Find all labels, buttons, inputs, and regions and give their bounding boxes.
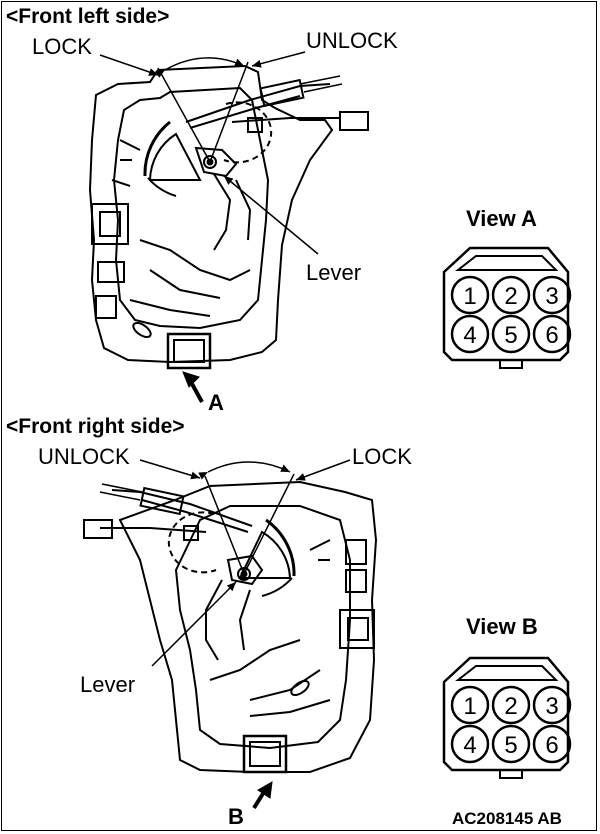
front-left-callouts (99, 51, 319, 255)
view-a-pin-3: 3 (545, 283, 558, 310)
front-left-heading: <Front left side> (6, 5, 170, 28)
view-b-connector (442, 656, 572, 779)
view-b-arrow-letter: B (228, 804, 244, 829)
view-a-pin-5: 5 (504, 322, 517, 349)
view-a-pin-4: 4 (463, 322, 476, 349)
front-right-callouts (139, 459, 351, 667)
view-a-title: View A (466, 206, 537, 231)
front-left-actuator (88, 64, 369, 370)
view-a-arrow (182, 371, 204, 403)
view-b-pin-1: 1 (463, 693, 476, 720)
view-a-arrow-letter: A (208, 390, 224, 415)
front-right-unlock-label: UNLOCK (38, 444, 130, 469)
front-left-lever-label: Lever (306, 260, 362, 285)
front-right-heading: <Front right side> (6, 415, 185, 438)
view-a-connector (442, 246, 572, 369)
view-a-pin-2: 2 (504, 283, 517, 310)
front-left-lock-label: LOCK (32, 34, 92, 59)
view-b-title: View B (466, 614, 538, 639)
view-b-pin-6: 6 (545, 732, 558, 759)
view-a-pin-1: 1 (463, 283, 476, 310)
front-left-unlock-label: UNLOCK (306, 28, 398, 53)
view-b-pin-4: 4 (463, 732, 476, 759)
front-right-actuator (83, 480, 378, 774)
view-b-pin-3: 3 (545, 693, 558, 720)
front-right-lock-label: LOCK (352, 444, 412, 469)
view-b-pin-5: 5 (504, 732, 517, 759)
view-b-arrow (252, 781, 273, 810)
view-a-pin-6: 6 (545, 322, 558, 349)
front-right-lever-label: Lever (80, 672, 136, 697)
figure-code: AC208145 AB (452, 809, 562, 828)
view-b-pin-2: 2 (504, 693, 517, 720)
